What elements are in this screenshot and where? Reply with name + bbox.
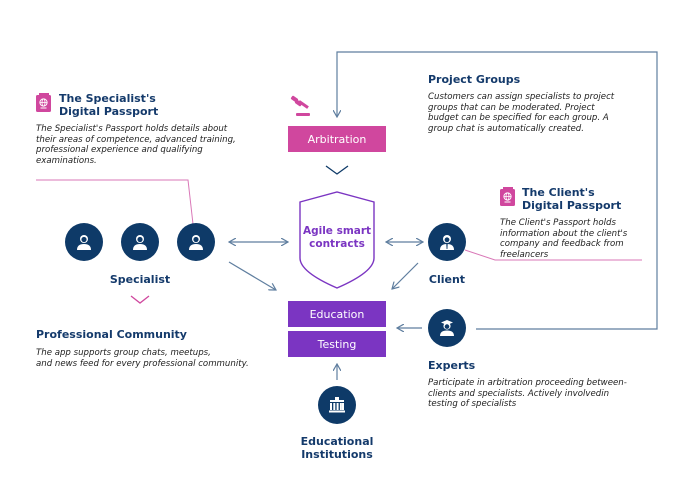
shield-icon — [299, 191, 375, 289]
specialist-down-chevron — [130, 295, 150, 304]
passport-icon — [36, 93, 51, 112]
experts-avatar[interactable] — [428, 309, 466, 347]
specialist-passport-description: The Specialist's Passport holds details … — [36, 124, 236, 166]
description-line: and news feed for every professional com… — [36, 358, 249, 369]
professional-community-description: The app supports group chats, meetups, a… — [36, 348, 266, 369]
description-line: The app supports group chats, meetups, — [36, 348, 211, 358]
building-icon — [329, 397, 345, 413]
client-label: Client — [428, 273, 466, 286]
user-icon — [77, 235, 91, 250]
specialist-passport-title: The Specialist's Digital Passport — [59, 92, 158, 118]
specialist-education-arrow — [228, 261, 276, 290]
title-line: Digital Passport — [59, 105, 159, 118]
client-avatar[interactable] — [428, 223, 466, 261]
testing-box[interactable]: Testing — [288, 331, 386, 357]
project-groups-title: Project Groups — [428, 73, 521, 86]
educational-institutions-avatar[interactable] — [318, 386, 356, 424]
user-icon — [189, 235, 203, 250]
specialist-label: Specialist — [109, 273, 171, 286]
user-tie-icon — [440, 235, 454, 250]
arbitration-box[interactable]: Arbitration — [288, 126, 386, 152]
gavel-icon-wrap — [288, 95, 312, 121]
label-line: Institutions — [301, 448, 373, 461]
educational-institutions-label: Educational Institutions — [287, 435, 387, 461]
specialist-passport-icon-wrap — [36, 93, 51, 116]
smart-contracts-label[interactable]: Agile smart contracts — [300, 225, 374, 251]
client-passport-connector — [464, 249, 642, 261]
specialist-passport-connector — [36, 179, 194, 225]
experts-to-arbitration-loop — [337, 51, 658, 330]
title-line: The Client's — [522, 186, 595, 199]
label-line: contracts — [309, 238, 365, 250]
label-line: Educational — [300, 435, 374, 448]
label-line: Agile smart — [302, 225, 372, 237]
project-groups-description: Customers can assign specialists to proj… — [428, 92, 615, 134]
client-passport-description: The Client's Passport holds information … — [500, 218, 628, 260]
experts-label: Experts — [428, 359, 476, 372]
graduate-icon — [440, 320, 454, 336]
experts-description: Participate in arbitration proceeding be… — [428, 378, 627, 410]
specialist-avatar[interactable] — [65, 223, 103, 261]
client-education-arrow — [392, 262, 419, 289]
professional-community-title: Professional Community — [36, 328, 187, 341]
client-passport-icon-wrap — [500, 187, 515, 210]
education-box[interactable]: Education — [288, 301, 386, 327]
user-icon — [133, 235, 147, 250]
title-line: The Specialist's — [59, 92, 156, 105]
specialist-avatar[interactable] — [121, 223, 159, 261]
client-passport-title: The Client's Digital Passport — [522, 186, 621, 212]
gavel-icon — [290, 95, 310, 116]
arbitration-down-chevron — [325, 165, 349, 175]
passport-icon — [500, 187, 515, 206]
specialist-avatar[interactable] — [177, 223, 215, 261]
title-line: Digital Passport — [522, 199, 622, 212]
